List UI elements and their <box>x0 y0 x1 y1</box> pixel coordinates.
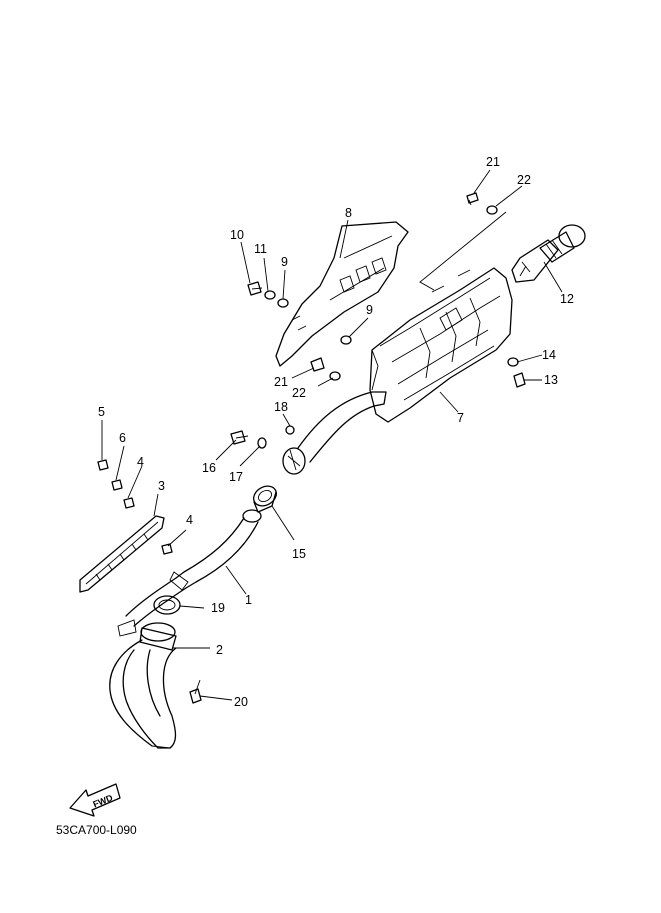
lower-protector-part <box>79 515 165 593</box>
callout-15: 15 <box>292 547 306 561</box>
callout-16: 16 <box>202 461 216 475</box>
callout-labels: 21 22 8 10 11 9 9 12 14 13 21 22 7 18 5 … <box>98 155 574 709</box>
callout-18: 18 <box>274 400 288 414</box>
callout-17: 17 <box>229 470 243 484</box>
callout-9-upper: 9 <box>281 255 288 269</box>
callout-13: 13 <box>544 373 558 387</box>
leader-lines <box>101 169 563 701</box>
callout-7: 7 <box>457 411 464 425</box>
callout-21-upper: 21 <box>486 155 500 169</box>
callout-22-lower: 22 <box>292 386 306 400</box>
callout-21-lower: 21 <box>274 375 288 389</box>
callout-8: 8 <box>345 206 352 220</box>
callout-14: 14 <box>542 348 556 362</box>
gasket-ring-part <box>153 595 181 615</box>
exhaust-pipe-part <box>117 391 387 637</box>
exhaust-header-part <box>109 622 177 749</box>
callout-1: 1 <box>245 593 252 607</box>
fasteners <box>97 192 526 704</box>
callout-11: 11 <box>254 242 267 256</box>
callout-4-lower: 4 <box>186 513 193 527</box>
callout-3: 3 <box>158 479 165 493</box>
fwd-arrow-icon: FWD <box>69 783 121 817</box>
callout-10: 10 <box>230 228 244 242</box>
muffler-part <box>369 267 513 423</box>
heat-protector-part <box>275 221 409 367</box>
callout-4-upper: 4 <box>137 455 144 469</box>
fwd-label: FWD <box>91 792 114 809</box>
callout-22-upper: 22 <box>517 173 531 187</box>
callout-6: 6 <box>119 431 126 445</box>
diagram-code: 53CA700-L090 <box>56 823 137 837</box>
callout-9-lower: 9 <box>366 303 373 317</box>
callout-5: 5 <box>98 405 105 419</box>
callout-19: 19 <box>211 601 225 615</box>
callout-12: 12 <box>560 292 574 306</box>
callout-2: 2 <box>216 643 223 657</box>
tail-pipe-part <box>511 224 586 283</box>
gasket-part <box>253 485 277 513</box>
callout-20: 20 <box>234 695 248 709</box>
